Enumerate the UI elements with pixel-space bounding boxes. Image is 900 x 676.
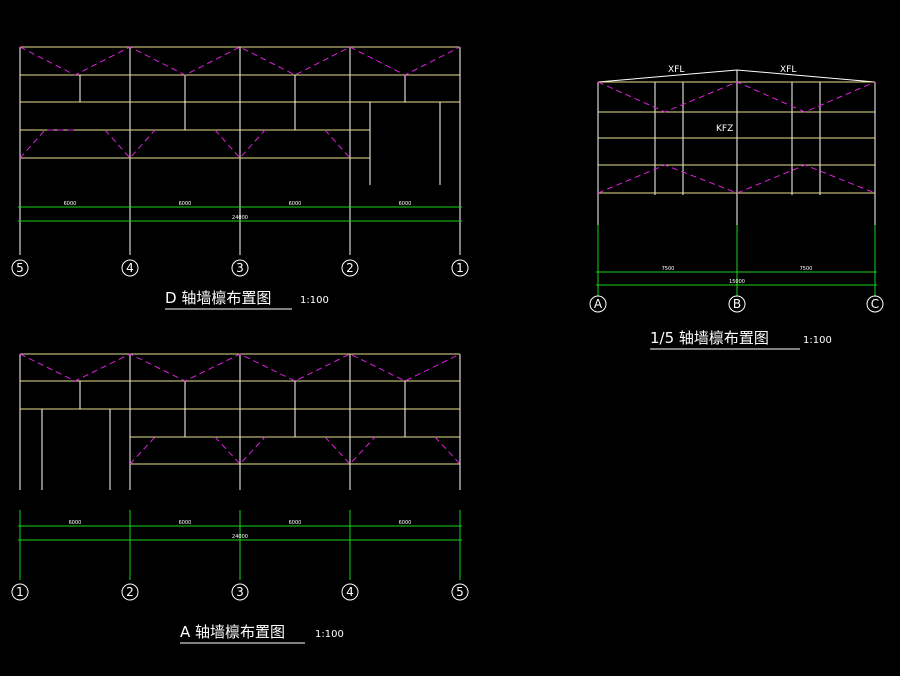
axis-label: A [594, 297, 603, 311]
axis-label: 1 [456, 261, 464, 275]
axis-label: C [871, 297, 879, 311]
axis-label: 4 [346, 585, 354, 599]
bay-dimension: 7500 [662, 266, 675, 272]
axis-bubble [728, 295, 746, 313]
xfl-label: XFL [668, 65, 684, 75]
wall-brace [129, 436, 156, 465]
bay-dimension: 6000 [289, 520, 302, 526]
bay-dimension: 6000 [69, 520, 82, 526]
bay-dimension: 6000 [399, 201, 412, 207]
axis-bubble [341, 259, 359, 277]
axis-bubble [121, 583, 139, 601]
axis-bubble [589, 295, 607, 313]
bay-dimension: 6000 [399, 520, 412, 526]
axis-bubble [451, 583, 469, 601]
axis-label: 3 [236, 585, 244, 599]
wall-brace [324, 129, 351, 159]
bay-dimension: 6000 [179, 520, 192, 526]
axis-bubble [11, 583, 29, 601]
axis-label: B [733, 297, 741, 311]
wall-brace [324, 436, 376, 465]
drawing-title: D 轴墙檩布置图 [165, 289, 271, 307]
wall-brace [19, 46, 461, 76]
total-dimension: 15000 [729, 279, 745, 285]
axis-bubble [121, 259, 139, 277]
wall-brace [19, 353, 461, 382]
wall-brace [214, 436, 266, 465]
axis-label: 2 [126, 585, 134, 599]
kfz-label: KFZ [716, 124, 733, 134]
a-axis-elevation: 6000 6000 6000 6000 24000 1 2 3 4 5 A 轴墙… [11, 353, 469, 644]
xfl-label: XFL [780, 65, 796, 75]
drawing-title: 1/5 轴墙檩布置图 [650, 329, 769, 347]
wall-brace [19, 129, 75, 159]
axis-label: 2 [346, 261, 354, 275]
axis-label: 5 [456, 585, 464, 599]
total-dimension: 24000 [232, 534, 248, 540]
axis-bubble [341, 583, 359, 601]
axis-label: 1 [16, 585, 24, 599]
axis-label: 3 [236, 261, 244, 275]
bay-dimension: 6000 [179, 201, 192, 207]
drawing-scale: 1:100 [803, 335, 832, 346]
axis-bubble [231, 259, 249, 277]
wall-brace [104, 129, 156, 159]
bay-dimension: 6000 [64, 201, 77, 207]
axis-label: 5 [16, 261, 24, 275]
wall-brace [434, 436, 461, 465]
bay-dimension: 6000 [289, 201, 302, 207]
axis-bubble [451, 259, 469, 277]
wall-brace [214, 129, 266, 159]
d-axis-elevation: 6000 6000 6000 6000 24000 5 4 3 2 1 D 轴墙… [11, 46, 469, 310]
drawing-title: A 轴墙檩布置图 [180, 623, 285, 641]
axis-bubble [866, 295, 884, 313]
axis-bubble [11, 259, 29, 277]
bay-dimension: 7500 [800, 266, 813, 272]
total-dimension: 24000 [232, 215, 248, 221]
wall-brace [597, 81, 876, 113]
gable-elevation: XFL XFL KFZ 7500 7500 15000 A B C 1/5 轴墙… [589, 65, 884, 350]
drawing-scale: 1:100 [315, 629, 344, 640]
axis-label: 4 [126, 261, 134, 275]
drawing-scale: 1:100 [300, 295, 329, 306]
axis-bubble [231, 583, 249, 601]
